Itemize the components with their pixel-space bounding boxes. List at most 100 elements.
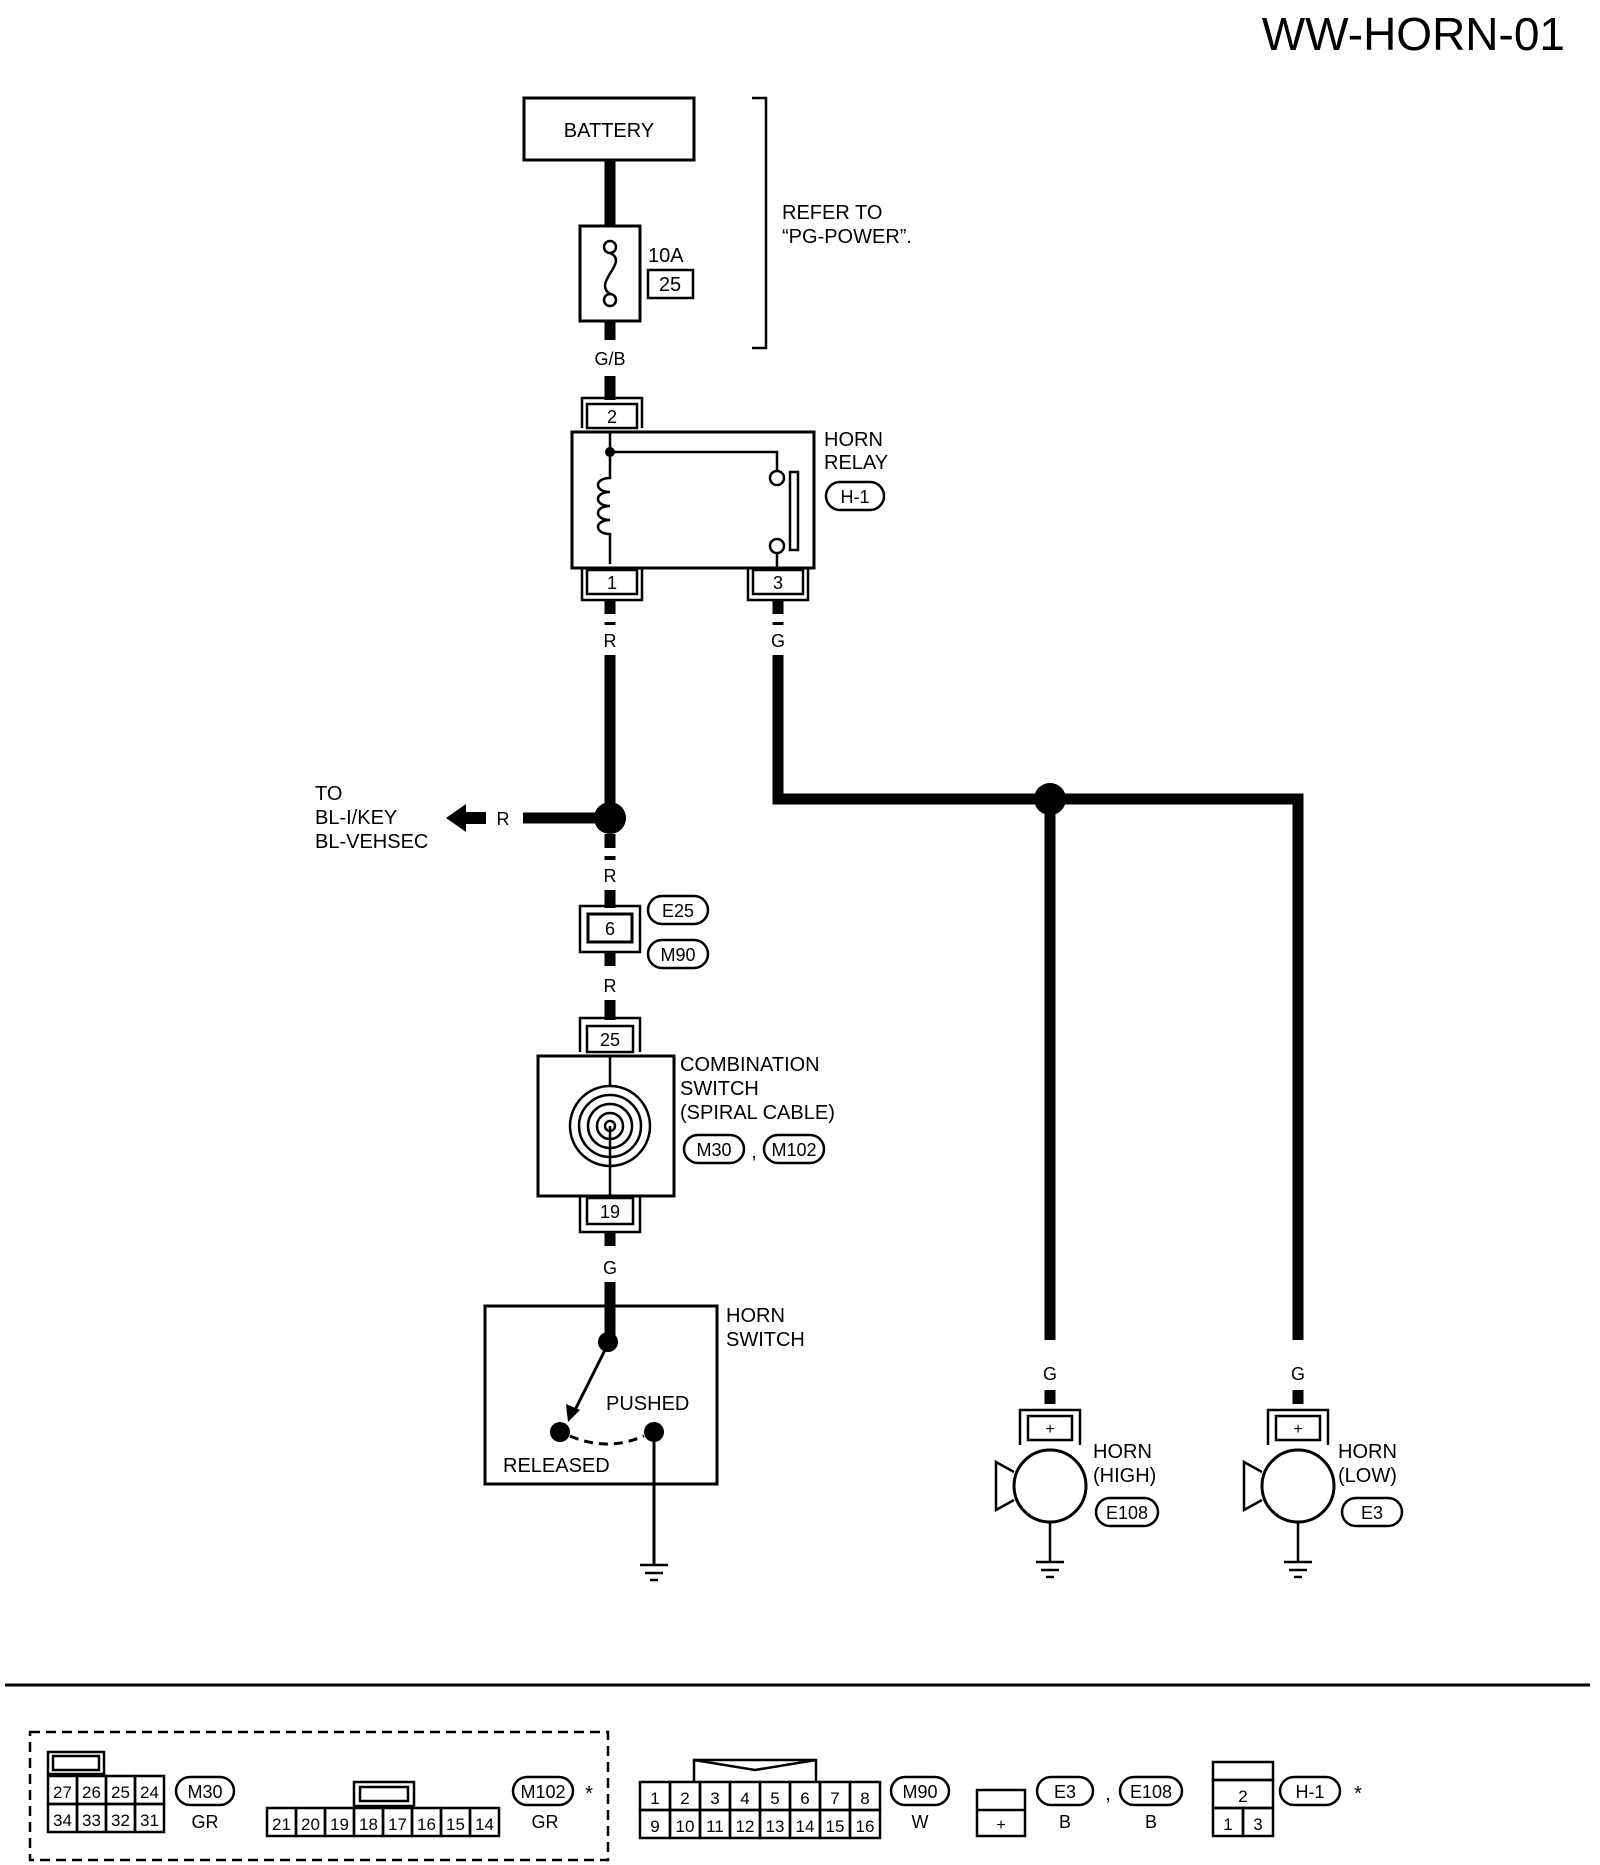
legend-e108-label: E108 <box>1130 1782 1172 1802</box>
legend-m30-color: GR <box>192 1812 219 1832</box>
to-bl-line1: TO <box>315 783 342 805</box>
pin-number: 16 <box>856 1817 875 1836</box>
refer-line2: “PG-POWER”. <box>782 226 912 248</box>
horn-low-line1: HORN <box>1338 1441 1397 1463</box>
pin-number: 13 <box>766 1817 785 1836</box>
pin-cell <box>848 1808 882 1840</box>
legend-e3-sep: , <box>1105 1783 1111 1805</box>
legend-m30-label: M30 <box>187 1782 222 1802</box>
legend-h1-label: H-1 <box>1295 1782 1324 1802</box>
pin-number: 14 <box>475 1815 494 1834</box>
relay-pin-3: 3 <box>773 573 783 593</box>
combo-conn-m102: M102 <box>771 1140 816 1160</box>
pin-number: 3 <box>710 1789 719 1808</box>
pin-number: 21 <box>272 1815 291 1834</box>
horn-relay-line2: RELAY <box>824 452 888 474</box>
fuse-number: 25 <box>659 274 681 296</box>
horn-high-connector: E108 <box>1106 1503 1148 1523</box>
legend-e3-color: B <box>1059 1812 1071 1832</box>
junction-pin-6: 6 <box>605 919 615 939</box>
pin-number: 34 <box>53 1811 72 1830</box>
pin-number: 4 <box>740 1789 749 1808</box>
combo-pin-25: 25 <box>600 1030 620 1050</box>
junction-conn-e25: E25 <box>662 901 694 921</box>
pin-number: 15 <box>826 1817 845 1836</box>
legend-m90-color: W <box>912 1812 929 1832</box>
junction-conn-m90: M90 <box>660 945 695 965</box>
wire-color-r-2: R <box>604 866 617 886</box>
legend-m90-label: M90 <box>902 1782 937 1802</box>
refer-line1: REFER TO <box>782 202 882 224</box>
pin-number: 6 <box>800 1789 809 1808</box>
pin-number: 11 <box>706 1817 724 1836</box>
wire-color-r-3: R <box>604 976 617 996</box>
wire-color-g-high: G <box>1043 1364 1057 1384</box>
combo-conn-m30: M30 <box>696 1140 731 1160</box>
horn-high-terminal: + <box>1045 1421 1054 1438</box>
wire-color-g-relay: G <box>771 631 785 651</box>
horn-relay-line1: HORN <box>824 429 883 451</box>
pin-number: 15 <box>446 1815 465 1834</box>
to-bl-line3: BL-VEHSEC <box>315 831 428 853</box>
combo-pin-19: 19 <box>600 1202 620 1222</box>
wire-color-g-combo: G <box>603 1258 617 1278</box>
relay-connector-h1: H-1 <box>840 487 869 507</box>
combination-switch: 25 19 COMBINATION SWITCH (SPIRAL CABLE) … <box>536 1016 835 1234</box>
relay-pin-2: 2 <box>607 407 617 427</box>
pin-cell <box>1241 1806 1275 1838</box>
legend-e3-terminal: + <box>996 1817 1005 1834</box>
pin-number: 33 <box>82 1811 101 1830</box>
pin-number: 3 <box>1253 1815 1262 1834</box>
pin-number: 12 <box>736 1817 755 1836</box>
fuse-rating: 10A <box>648 245 684 267</box>
legend-e3-e108: + E3 , E108 B B <box>975 1775 1184 1838</box>
horn-low-connector: E3 <box>1361 1503 1383 1523</box>
horn-low-terminal: + <box>1293 1421 1302 1438</box>
horn-low: + HORN (LOW) E3 <box>1242 1408 1404 1579</box>
horn-switch-released: RELEASED <box>503 1455 610 1477</box>
combo-label-line3: (SPIRAL CABLE) <box>680 1102 835 1124</box>
wire-color-r-branch: R <box>497 809 510 829</box>
pin-number: 18 <box>359 1815 378 1834</box>
legend-m102-label: M102 <box>520 1782 565 1802</box>
legend-m102-star: * <box>585 1783 593 1805</box>
pin-number: 10 <box>676 1817 695 1836</box>
legend-e3-label: E3 <box>1054 1782 1076 1802</box>
pin-number: 24 <box>140 1783 159 1802</box>
legend-e108-color: B <box>1145 1812 1157 1832</box>
pin-number: 9 <box>650 1817 659 1836</box>
pin-number: 2 <box>1238 1787 1247 1806</box>
wire-color-gb: G/B <box>594 349 625 369</box>
horn-high-line1: HORN <box>1093 1441 1152 1463</box>
combo-label-line2: SWITCH <box>680 1078 759 1100</box>
relay-pin-1: 1 <box>607 573 617 593</box>
battery: BATTERY <box>522 96 696 162</box>
pin-number: 32 <box>111 1811 130 1830</box>
combo-conn-sep: , <box>751 1141 757 1163</box>
pin-cell <box>133 1802 166 1834</box>
horn-switch-line1: HORN <box>726 1305 785 1327</box>
legend-h1-star: * <box>1354 1783 1362 1805</box>
wire-color-g-low: G <box>1291 1364 1305 1384</box>
pin-number: 1 <box>650 1789 659 1808</box>
pin-number: 2 <box>680 1789 689 1808</box>
pin-number: 19 <box>330 1815 349 1834</box>
horn-high-line2: (HIGH) <box>1093 1465 1156 1487</box>
pin-number: 16 <box>417 1815 436 1834</box>
pin-number: 31 <box>140 1811 159 1830</box>
legend-m102-color: GR <box>532 1812 559 1832</box>
wire-color-r-1: R <box>604 631 617 651</box>
pin-number: 8 <box>860 1789 869 1808</box>
to-bl-line2: BL-I/KEY <box>315 807 397 829</box>
pin-number: 27 <box>53 1783 72 1802</box>
pin-cell <box>468 1806 501 1838</box>
fuse-25: 10A 25 <box>578 224 695 323</box>
pin-number: 26 <box>82 1783 101 1802</box>
horn-switch-line2: SWITCH <box>726 1329 805 1351</box>
pin-number: 17 <box>388 1815 407 1834</box>
horn-switch-pushed: PUSHED <box>606 1393 689 1415</box>
